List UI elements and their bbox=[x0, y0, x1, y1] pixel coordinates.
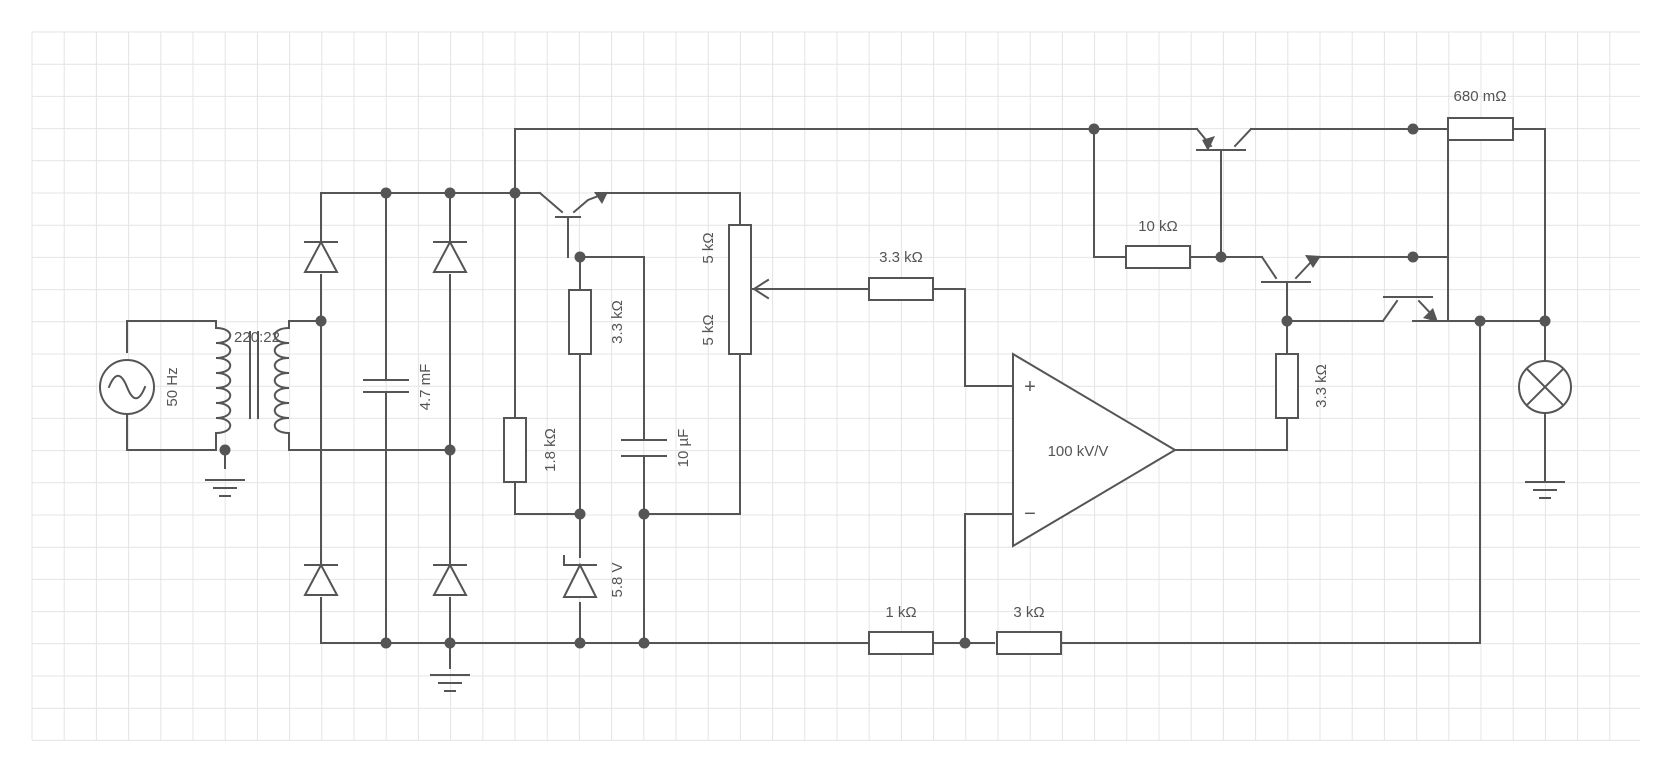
zener-voltage-label: 5.8 V bbox=[609, 562, 626, 597]
bridge-diode-top-right bbox=[432, 239, 468, 273]
junction-dots bbox=[219, 123, 1551, 649]
op-amp-minus-sign: − bbox=[1024, 503, 1036, 525]
sense-resistor-label: 680 mΩ bbox=[1454, 88, 1507, 105]
bridge-diode-bottom-left bbox=[303, 562, 339, 596]
grid-background bbox=[31, 31, 1640, 741]
feedback-resistor-1k bbox=[868, 631, 934, 655]
sense-resistor bbox=[1447, 117, 1514, 141]
transformer bbox=[214, 326, 291, 444]
zener-resistor-label: 3.3 kΩ bbox=[609, 300, 626, 344]
driver-resistor-label: 3.3 kΩ bbox=[1313, 364, 1330, 408]
driver-resistor bbox=[1275, 353, 1299, 419]
source-frequency-label: 50 Hz bbox=[164, 367, 181, 406]
potentiometer-upper-label: 5 kΩ bbox=[700, 232, 717, 263]
potentiometer-lower-label: 5 kΩ bbox=[700, 314, 717, 345]
filter-capacitor bbox=[363, 379, 409, 393]
feedback-resistor-3k bbox=[996, 631, 1062, 655]
feedback-resistor-3k-label: 3 kΩ bbox=[1013, 604, 1044, 621]
op-amp bbox=[1012, 352, 1177, 548]
base-resistor-label: 10 kΩ bbox=[1138, 218, 1178, 235]
op-amp-gain-label: 100 kV/V bbox=[1048, 443, 1109, 460]
pass-transistor bbox=[538, 191, 608, 218]
ground-symbol-lamp bbox=[1525, 481, 1565, 499]
filter-capacitor-label: 4.7 mF bbox=[417, 364, 434, 411]
input-resistor-label: 3.3 kΩ bbox=[879, 249, 923, 266]
ground-symbol-source bbox=[205, 479, 245, 497]
base-resistor bbox=[1125, 245, 1191, 269]
op-amp-plus-sign: + bbox=[1024, 376, 1036, 398]
reference-capacitor bbox=[621, 439, 667, 457]
transformer-ratio-label: 220:22 bbox=[234, 329, 280, 346]
bias-resistor bbox=[503, 417, 527, 483]
ground-symbol-bridge bbox=[430, 674, 470, 692]
zener-diode bbox=[562, 555, 598, 598]
pnp-transistor bbox=[1195, 127, 1253, 151]
wires bbox=[126, 128, 1546, 669]
reference-capacitor-label: 10 µF bbox=[675, 429, 692, 468]
bridge-diode-bottom-right bbox=[432, 562, 468, 596]
bias-resistor-label: 1.8 kΩ bbox=[542, 428, 559, 472]
zener-resistor bbox=[568, 289, 592, 355]
output-transistor bbox=[1381, 296, 1449, 323]
driver-transistor bbox=[1260, 255, 1321, 283]
bridge-diode-top-left bbox=[303, 239, 339, 273]
ac-voltage-source bbox=[99, 359, 155, 415]
lamp bbox=[1518, 360, 1572, 414]
input-resistor bbox=[868, 277, 934, 301]
potentiometer bbox=[728, 224, 752, 355]
feedback-resistor-1k-label: 1 kΩ bbox=[885, 604, 916, 621]
